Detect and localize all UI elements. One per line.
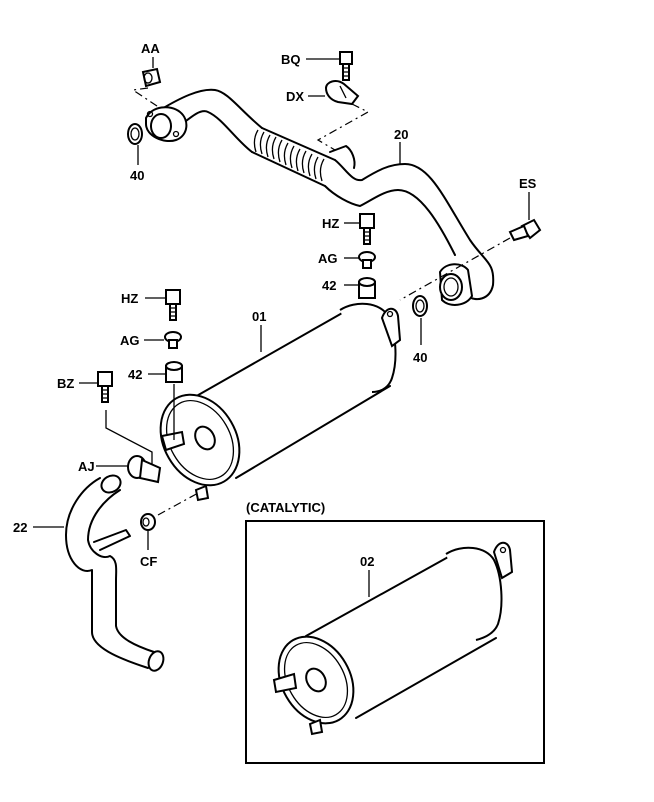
front-exhaust-pipe-20[interactable] <box>145 88 495 306</box>
callout-22: 22 <box>13 520 27 535</box>
callout-CF: CF <box>140 554 157 569</box>
flex-bellows <box>251 127 336 187</box>
callout-AA: AA <box>141 41 160 56</box>
nut-AA[interactable] <box>141 67 162 88</box>
catalytic-inset-frame <box>245 520 545 764</box>
callout-42-right: 42 <box>322 278 336 293</box>
callout-40-top: 40 <box>130 168 144 183</box>
callout-BZ: BZ <box>57 376 74 391</box>
callout-DX: DX <box>286 89 304 104</box>
callout-40-right: 40 <box>413 350 427 365</box>
bolt-BZ[interactable] <box>97 371 113 403</box>
gasket-40-right[interactable] <box>412 295 428 317</box>
callout-HZ-left: HZ <box>121 291 138 306</box>
callout-01: 01 <box>252 309 266 324</box>
mount-42-right[interactable] <box>358 277 376 299</box>
callout-AG-right: AG <box>318 251 338 266</box>
callout-ES: ES <box>519 176 537 191</box>
callout-HZ-right: HZ <box>322 216 339 231</box>
bolt-HZ-right[interactable] <box>359 213 375 245</box>
nut-CF[interactable] <box>140 513 156 531</box>
callout-BQ: BQ <box>281 52 301 67</box>
gasket-40-top[interactable] <box>127 123 143 145</box>
callout-02: 02 <box>360 554 374 569</box>
muffler-01[interactable] <box>145 302 402 502</box>
outlet-flange <box>438 263 474 306</box>
bracket-DX[interactable] <box>324 80 360 106</box>
tail-pipe-22[interactable] <box>65 472 166 673</box>
inlet-flange <box>145 106 188 142</box>
callout-AG-left: AG <box>120 333 140 348</box>
mount-42-left[interactable] <box>165 361 183 383</box>
callout-20: 20 <box>394 127 408 142</box>
callout-42-left: 42 <box>128 367 142 382</box>
callout-AJ: AJ <box>78 459 95 474</box>
bolt-ES[interactable] <box>508 218 542 242</box>
bolt-BQ[interactable] <box>339 51 353 81</box>
washer-AG-right[interactable] <box>358 251 376 269</box>
washer-AG-left[interactable] <box>164 331 182 349</box>
muffler-02-catalytic[interactable] <box>264 541 514 737</box>
bolt-HZ-left[interactable] <box>165 289 181 321</box>
clamp-AJ[interactable] <box>127 455 162 484</box>
inset-heading: (CATALYTIC) <box>246 500 325 515</box>
